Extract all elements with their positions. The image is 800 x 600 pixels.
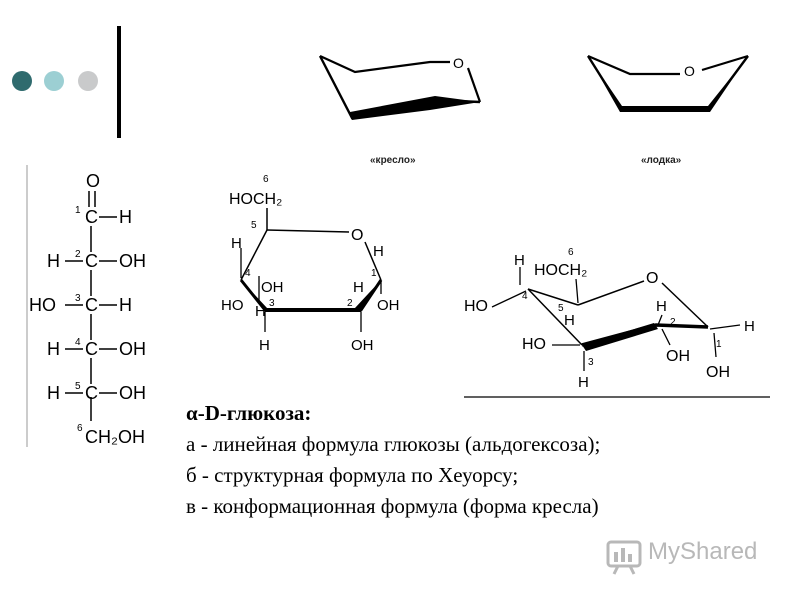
linear-left-2: H	[47, 251, 60, 271]
chair-c1-num: 1	[716, 339, 722, 350]
haworth-h3: H	[259, 337, 270, 354]
haworth-oh1: OH	[377, 297, 400, 314]
haworth-top-num: 6	[263, 174, 269, 185]
linear-num-1: 1	[75, 205, 81, 216]
chair-h2: H	[656, 298, 667, 315]
decor-dot-grey	[78, 71, 98, 91]
decor-dot-dark	[12, 71, 32, 91]
caption-line-b: б - структурная формула по Хеуорсу;	[186, 463, 519, 487]
chair-ho4: HO	[464, 298, 488, 315]
chair-c2-num: 2	[670, 317, 676, 328]
linear-right-4: OH	[119, 339, 146, 359]
haworth-ring-oxygen: O	[351, 227, 363, 244]
chair-oh2: OH	[666, 348, 690, 365]
chair-ring-o: O	[646, 270, 658, 287]
chair-conformation-diagram: O	[318, 54, 482, 120]
chair-top-num: 6	[568, 247, 574, 258]
linear-num-4: 4	[75, 337, 81, 348]
haworth-c2-num: 2	[347, 298, 353, 309]
linear-right-5: OH	[119, 383, 146, 403]
decor-dot-light	[44, 71, 64, 91]
chair-formula-diagram: H 6 HOCH₂ O 4 5 H HO HO 3 H H 2 OH H 1 O…	[464, 247, 770, 398]
linear-carbon-5: C	[85, 383, 98, 403]
linear-right-3: H	[119, 295, 132, 315]
linear-right-1: H	[119, 207, 132, 227]
linear-right-2: OH	[119, 251, 146, 271]
haworth-c3-num: 3	[269, 298, 275, 309]
chair-ho3: HO	[522, 336, 546, 353]
chair-c3-num: 3	[588, 357, 594, 368]
linear-bottom-group: CH₂OH	[85, 427, 145, 447]
haworth-c1-num: 1	[371, 268, 377, 279]
watermark-text: MyShared	[648, 538, 758, 565]
haworth-h4: H	[255, 303, 266, 320]
caption-line-a: а - линейная формула глюкозы (альдогексо…	[186, 432, 601, 456]
haworth-h2: H	[353, 279, 364, 296]
linear-num-2: 2	[75, 249, 81, 260]
chair-h-top: H	[514, 252, 525, 269]
chair-c4-num: 4	[522, 291, 528, 302]
watermark: MyShared	[604, 534, 774, 575]
linear-carbon-3: C	[85, 295, 98, 315]
linear-carbon-4: C	[85, 339, 98, 359]
linear-left-4: H	[47, 339, 60, 359]
haworth-oh2: OH	[351, 337, 374, 354]
caption-line-c: в - конформационная формула (форма кресл…	[186, 494, 599, 518]
chair-top-group: HOCH₂	[534, 262, 587, 279]
linear-carbon-2: C	[85, 251, 98, 271]
figure-caption: α-D-глюкоза: а - линейная формула глюкоз…	[186, 398, 786, 522]
haworth-oh4: OH	[261, 279, 284, 296]
linear-num-3: 3	[75, 293, 81, 304]
haworth-ho4: HO	[221, 297, 244, 314]
linear-num-5: 5	[75, 381, 81, 392]
linear-top-oxygen: O	[86, 171, 100, 191]
haworth-h1: H	[373, 243, 384, 260]
chair-c5-num: 5	[558, 303, 564, 314]
caption-title: α-D-глюкоза:	[186, 401, 312, 425]
haworth-h5: H	[231, 235, 242, 252]
decor-vertical-bar	[117, 26, 121, 138]
haworth-c5-num: 5	[251, 220, 257, 231]
chair-h1: H	[744, 318, 755, 335]
linear-bottom-num: 6	[77, 423, 83, 434]
boat-ring-oxygen: O	[684, 63, 695, 79]
haworth-top-group: HOCH₂	[229, 191, 282, 208]
watermark-logo-icon	[606, 540, 642, 575]
boat-conformation-diagram: O	[586, 54, 749, 112]
boat-label: «лодка»	[641, 155, 682, 166]
linear-left-5: H	[47, 383, 60, 403]
chair-h5: H	[564, 312, 575, 329]
chair-label: «кресло»	[370, 155, 416, 166]
chair-oh1: OH	[706, 364, 730, 381]
chair-ring-oxygen: O	[453, 55, 464, 71]
linear-carbon-1: C	[85, 207, 98, 227]
haworth-c4-num: 4	[245, 268, 251, 279]
haworth-formula-diagram: 6 HOCH₂ 5 O H 4 OH HO H 3 H H 2 OH H 1 O…	[221, 174, 400, 354]
linear-left-3: HO	[29, 295, 56, 315]
chair-h3: H	[578, 374, 589, 391]
